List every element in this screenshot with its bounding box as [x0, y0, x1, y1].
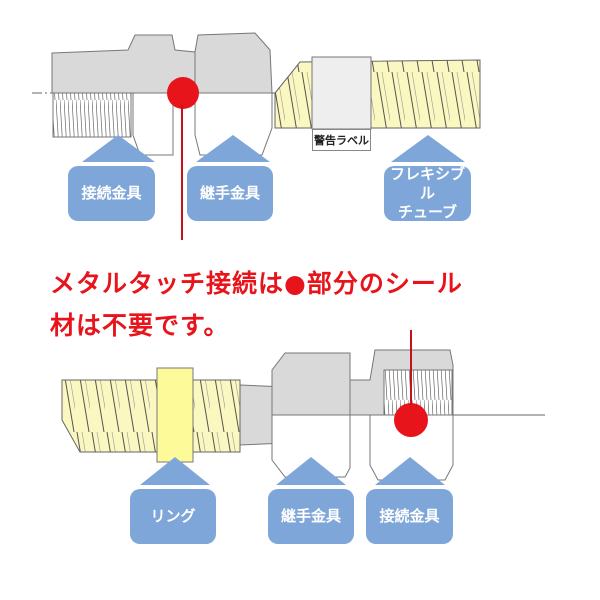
seal-point-dot — [167, 77, 199, 109]
top-assembly — [32, 32, 481, 240]
note-line-1: メタルタッチ接続は●部分のシール — [50, 269, 463, 298]
note-line-2: 材は不要です。 — [50, 311, 230, 340]
flexible-tube — [61, 379, 241, 453]
callout-shapes-bottom — [130, 457, 453, 544]
seal-point-dot — [394, 403, 428, 437]
label-coupling-top: 継手金具 — [199, 184, 260, 202]
connector-thread — [52, 92, 132, 138]
connector-hex — [369, 414, 454, 481]
label-connector-top: 接続金具 — [81, 184, 142, 202]
label-coupling-bottom: 継手金具 — [280, 507, 341, 525]
warning-label-band — [311, 56, 372, 130]
coupling-fitting-top — [271, 352, 351, 416]
label-flexible-tube-line2: チューブ — [397, 203, 458, 221]
label-ring: リング — [150, 507, 196, 525]
coupling-hex — [194, 92, 273, 156]
label-connector-bottom: 接続金具 — [379, 507, 440, 525]
coupling-fitting-top — [194, 32, 273, 94]
connector-hex — [132, 92, 174, 156]
label-flexible-tube-line1: フレキシブル — [389, 165, 465, 202]
callout-shapes-top — [68, 135, 471, 221]
flexible-tube — [274, 59, 481, 129]
bottom-assembly — [61, 330, 545, 544]
label-flexible-tube: フレキシブル チューブ — [384, 165, 471, 221]
ring — [156, 367, 194, 463]
warning-label: 警告ラベル — [312, 129, 371, 151]
